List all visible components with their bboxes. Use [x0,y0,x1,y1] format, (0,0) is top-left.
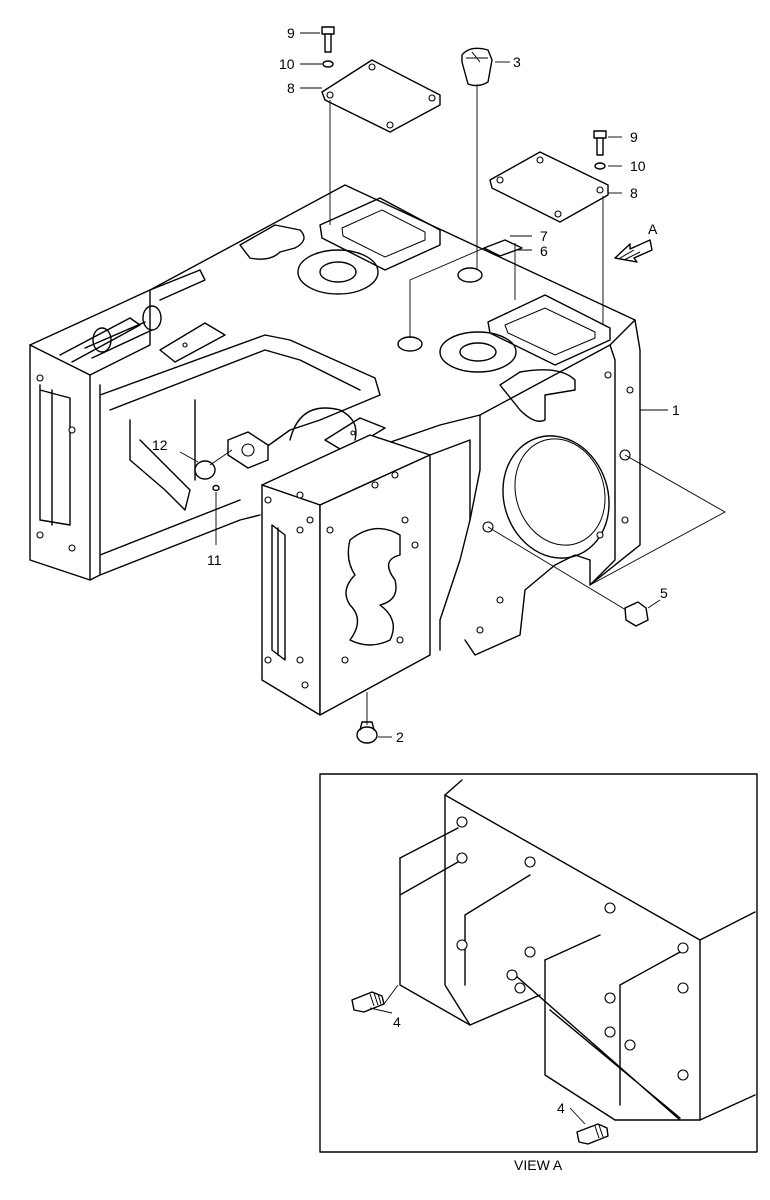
callout-8a: 8 [287,80,295,96]
callout-3: 3 [513,54,521,70]
front-block [261,434,471,716]
flange [227,431,269,469]
gasket-6 [483,239,523,257]
stud-bolt-4a [351,991,385,1013]
bolt-9b [593,130,607,170]
callout-9a: 9 [287,25,295,41]
view-a-inset [319,773,758,1153]
callout-5: 5 [660,585,668,601]
callout-10b: 10 [630,158,646,174]
cover-plate-8a [321,59,441,133]
callout-9b: 9 [630,129,638,145]
callout-12: 12 [152,437,168,453]
transmission-housing [29,184,641,656]
pin-11 [212,484,220,492]
callout-11: 11 [207,552,222,568]
callout-2: 2 [396,729,404,745]
stud-bolt-4b [576,1123,609,1145]
callout-6: 6 [540,243,548,259]
callout-10a: 10 [279,56,295,72]
callout-4b: 4 [557,1100,565,1116]
callout-8b: 8 [630,185,638,201]
leader-lines [179,32,726,738]
view-direction-arrow [614,239,653,263]
cover-plate-8b [489,151,609,223]
view-arrow-label: A [648,221,658,237]
plug-12 [194,460,216,480]
plug-2 [356,721,378,744]
callout-4a: 4 [393,1014,401,1030]
callout-labels: 1 2 3 4 4 5 6 7 8 8 9 9 10 10 11 12 A VI… [152,25,680,1173]
callout-1: 1 [672,402,680,418]
plug-5 [624,601,649,627]
bolt-9a [321,26,335,68]
callout-7: 7 [540,228,548,244]
view-a-caption: VIEW A [514,1157,563,1173]
plug-3 [461,47,493,87]
